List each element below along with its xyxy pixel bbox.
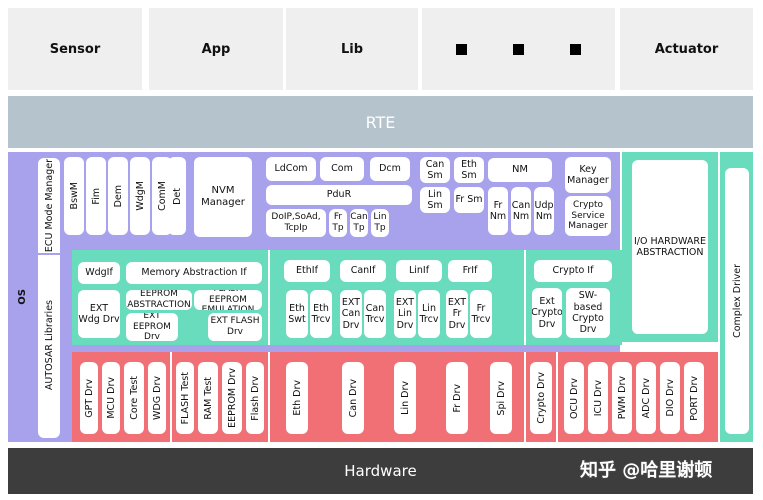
- pwm-drv-box: PWM Drv: [612, 362, 632, 434]
- spi-drv-box: Spi Drv: [490, 362, 512, 434]
- ram-test-box: RAM Test: [198, 362, 218, 434]
- ext-wdg-drv-box: EXT Wdg Drv: [78, 290, 120, 338]
- divider: [524, 250, 526, 345]
- crypto-service-manager-box: Crypto Service Manager: [565, 196, 611, 236]
- eth-drv-box: Eth Drv: [286, 362, 308, 434]
- ext-lin-drv-box: EXT Lin Drv: [394, 290, 416, 338]
- eeprom-drv-box: EEPROM Drv: [222, 362, 242, 434]
- can-trcv-box: Can Trcv: [364, 290, 386, 338]
- det-box: Det: [168, 157, 186, 235]
- eeprom-abstraction-box: EEPROM ABSTRACTION: [126, 290, 192, 310]
- lin-trcv-box: Lin Trcv: [418, 290, 440, 338]
- fr-drv-box: Fr Drv: [446, 362, 468, 434]
- dio-drv-box: DIO Drv: [660, 362, 680, 434]
- flash-drv-box: Flash Drv: [246, 362, 264, 434]
- can-sm-box: Can Sm: [420, 157, 450, 183]
- canif-box: CanIf: [340, 260, 386, 282]
- autosar-libraries-label: AUTOSAR Libraries: [43, 299, 55, 391]
- pdur-box: PduR: [266, 185, 412, 205]
- comm-box: ComM: [152, 157, 172, 235]
- app-box: App: [149, 8, 283, 90]
- lib-box: Lib: [286, 8, 418, 90]
- flash-eeprom-emulation-box: FLASH EEPROM EMULATION: [194, 290, 262, 310]
- fr-tp-box: Fr Tp: [329, 209, 347, 237]
- fr-sm-box: Fr Sm: [454, 187, 484, 213]
- ldcom-box: LdCom: [266, 157, 316, 181]
- memory-abstraction-if-box: Memory Abstraction If: [126, 262, 262, 284]
- icu-drv-box: ICU Drv: [588, 362, 608, 434]
- flash-test-box: FLASH Test: [176, 362, 194, 434]
- divider: [268, 250, 270, 345]
- bswm-box: BswM: [64, 157, 84, 235]
- divider: [556, 352, 558, 442]
- eth-swt-box: Eth Swt: [286, 290, 308, 338]
- rte-bar: RTE: [8, 96, 753, 148]
- ext-crypto-drv-box: Ext Crypto Drv: [532, 288, 562, 338]
- com-box: Com: [320, 157, 364, 181]
- rte-label: RTE: [365, 112, 396, 132]
- nvm-manager-box: NVM Manager: [194, 157, 252, 237]
- ethif-box: EthIf: [284, 260, 330, 282]
- actuator-label: Actuator: [654, 41, 719, 57]
- square-icon: [513, 43, 524, 55]
- fim-box: Fim: [86, 157, 106, 235]
- can-tp-box: Can Tp: [350, 209, 368, 237]
- nm-box: NM: [488, 158, 552, 182]
- dem-box: Dem: [108, 157, 128, 235]
- ext-flash-drv-box: EXT FLASH Drv: [208, 313, 262, 341]
- fr-trcv-box: Fr Trcv: [470, 290, 492, 338]
- lib-label: Lib: [340, 41, 364, 57]
- autosar-libraries-box: [38, 158, 60, 438]
- divider: [36, 253, 62, 255]
- ecu-mode-manager-label: ECU Mode Manager: [43, 159, 55, 253]
- hardware-label: Hardware: [344, 462, 417, 480]
- wdgm-box: WdgM: [130, 157, 150, 235]
- ext-eeprom-drv-box: EXT EEPROM Drv: [126, 313, 178, 341]
- sensor-box: Sensor: [8, 8, 142, 90]
- eth-sm-box: Eth Sm: [454, 157, 484, 183]
- eth-trcv-box: Eth Trcv: [310, 290, 332, 338]
- sw-crypto-drv-box: SW-based Crypto Drv: [566, 288, 610, 338]
- ellipsis-box: [422, 8, 615, 90]
- fr-nm-box: Fr Nm: [488, 187, 508, 235]
- lin-tp-box: Lin Tp: [371, 209, 389, 237]
- mcu-drv-box: MCU Drv: [102, 362, 120, 434]
- key-manager-box: Key Manager: [565, 157, 611, 193]
- can-nm-box: Can Nm: [511, 187, 531, 235]
- ext-can-drv-box: EXT Can Drv: [340, 290, 362, 338]
- square-icon: [570, 43, 581, 55]
- divider: [170, 352, 172, 442]
- dcm-box: Dcm: [370, 157, 410, 181]
- square-icon: [456, 43, 467, 55]
- actuator-box: Actuator: [620, 8, 753, 90]
- hardware-bar: Hardware: [8, 448, 753, 494]
- ext-fr-drv-box: EXT Fr Drv: [446, 290, 468, 338]
- doip-soad-tcpip-box: DoIP,SoAd, TcpIp: [266, 209, 326, 237]
- wdgif-box: WdgIf: [78, 262, 120, 284]
- crypto-if-box: Crypto If: [534, 260, 612, 282]
- gpt-drv-box: GPT Drv: [80, 362, 98, 434]
- udp-nm-box: Udp Nm: [534, 187, 554, 235]
- complex-driver-box: Complex Driver: [725, 168, 749, 434]
- watermark: 知乎 @哈里谢顿: [580, 460, 713, 481]
- can-drv-box: Can Drv: [342, 362, 364, 434]
- io-hw-abstraction-box: I/O HARDWARE ABSTRACTION: [632, 160, 708, 334]
- frif-box: FrIf: [448, 260, 492, 282]
- core-test-box: Core Test: [124, 362, 144, 434]
- linif-box: LinIf: [396, 260, 442, 282]
- os-label: OS: [16, 289, 28, 305]
- wdg-drv-box: WDG Drv: [148, 362, 166, 434]
- adc-drv-box: ADC Drv: [636, 362, 656, 434]
- port-drv-box: PORT Drv: [684, 362, 704, 434]
- divider: [268, 352, 270, 442]
- divider: [524, 352, 526, 442]
- lin-drv-box: Lin Drv: [394, 362, 416, 434]
- sensor-label: Sensor: [49, 41, 101, 57]
- ocu-drv-box: OCU Drv: [564, 362, 584, 434]
- app-label: App: [201, 41, 231, 57]
- lin-sm-box: Lin Sm: [420, 187, 450, 213]
- crypto-drv-box: Crypto Drv: [530, 362, 552, 434]
